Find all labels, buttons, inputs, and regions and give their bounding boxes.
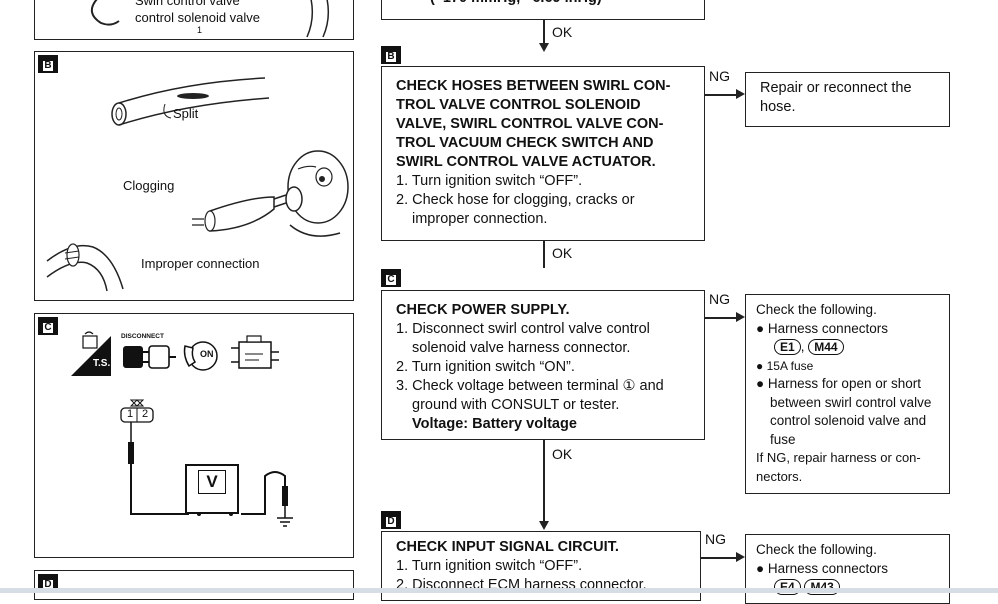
step-tag-c: C <box>381 269 401 287</box>
previous-step-box: (–170 mmHg, –6.69 inHg) <box>381 0 705 20</box>
connector-line <box>705 317 737 319</box>
step-b-box: CHECK HOSES BETWEEN SWIRL CON-TROL VALVE… <box>381 66 705 241</box>
voltmeter-wiring-diagram <box>128 422 293 527</box>
solenoid-label-index: 1 <box>197 25 203 35</box>
solenoid-label-line2: control solenoid valve <box>135 10 261 25</box>
step-c-heading: CHECK POWER SUPPLY. <box>396 302 570 318</box>
step-b-step-2: 2. Check hose for clogging, cracks or im… <box>396 192 635 227</box>
connector-line <box>705 94 737 96</box>
ts-label: T.S. <box>93 358 111 369</box>
step-c-step-1: 1. Disconnect swirl control valve contro… <box>396 321 650 356</box>
improper-connection-label: Improper connection <box>141 256 260 271</box>
top-illustration-panel: Swirl control valve control solenoid val… <box>34 0 354 40</box>
ignition-key-on-icon <box>183 341 218 371</box>
connector-e1-badge: E1 <box>774 339 801 355</box>
step-b-ng-text: Repair or reconnect the hose. <box>760 80 912 115</box>
split-label: Split <box>173 106 199 121</box>
hose-inspection-panel: B Split Clogging Improper connection <box>34 51 354 301</box>
solenoid-valve-outline-icon <box>90 0 120 26</box>
step-c-step-2: 2. Turn ignition switch “ON”. <box>396 359 575 375</box>
panel-tag-b: B <box>38 55 58 73</box>
improper-connection-icon <box>46 243 124 292</box>
step-tag-b: B <box>381 46 401 64</box>
disconnect-label: DISCONNECT <box>121 333 164 340</box>
step-d-ng-title: Check the following. <box>756 542 877 557</box>
voltage-check-panel: C T.S. DISCONNECT ON 1 2 <box>34 313 354 558</box>
clogging-label: Clogging <box>123 178 175 193</box>
step-c-step-3: 3. Check voltage between terminal ① and … <box>396 378 664 413</box>
blowing-person-icon <box>192 150 349 237</box>
step-d-step-1: 1. Turn ignition switch “OFF”. <box>396 558 583 574</box>
arrow-down-icon <box>539 521 549 530</box>
step-c-ng-item-3: ● Harness for open or short between swir… <box>756 376 932 447</box>
step-c-ng-connectors: E1, M44 <box>756 338 939 357</box>
step-c-box: CHECK POWER SUPPLY. 1. Disconnect swirl … <box>381 290 705 440</box>
step-b-ng-box: Repair or reconnect the hose. <box>745 72 950 127</box>
ng-label: NG <box>709 291 730 307</box>
step-c-ng-title: Check the following. <box>756 302 877 317</box>
step-b-heading: CHECK HOSES BETWEEN SWIRL CON-TROL VALVE… <box>396 78 671 170</box>
arrow-right-icon <box>736 312 745 322</box>
arrow-right-icon <box>736 552 745 562</box>
connector-m44-badge: M44 <box>808 339 844 355</box>
step-c-voltage-spec: Voltage: Battery voltage <box>412 416 577 432</box>
step-b-steps: 1. Turn ignition switch “OFF”. 2. Check … <box>396 172 694 229</box>
step-d-ng-item-1: ● Harness connectors <box>756 560 888 576</box>
step-d-ng-box: Check the following. ● Harness connector… <box>745 534 950 604</box>
arrow-right-icon <box>736 89 745 99</box>
ng-label: NG <box>709 68 730 84</box>
pin-1-label: 1 <box>127 408 134 420</box>
connector-line <box>701 557 737 559</box>
tester-switch-icon <box>71 331 111 376</box>
connector-line <box>543 20 545 45</box>
panel-d: D <box>34 570 354 600</box>
pipe-outline-icon <box>306 0 330 38</box>
arrow-down-icon <box>539 43 549 52</box>
split-hose-icon <box>111 77 270 126</box>
panel-tag-d: D <box>38 574 58 592</box>
ok-label: OK <box>552 24 573 40</box>
pin-2-label: 2 <box>142 408 149 420</box>
connector-line <box>543 241 545 268</box>
ignition-on-label: ON <box>200 349 214 359</box>
panel-tag-c: C <box>38 317 58 335</box>
engine-icon <box>231 335 279 369</box>
step-b-step-1: 1. Turn ignition switch “OFF”. <box>396 173 583 189</box>
ok-label: OK <box>552 245 573 261</box>
solenoid-label-line1: Swirl control valve <box>135 0 240 8</box>
step-d-heading: CHECK INPUT SIGNAL CIRCUIT. <box>396 539 619 555</box>
step-c-ng-footer: If NG, repair harness or con-nectors. <box>756 450 921 484</box>
ok-label: OK <box>552 446 573 462</box>
voltmeter-body: V <box>185 464 239 514</box>
disconnect-connector-icon <box>123 345 176 369</box>
step-c-ng-item-2: ● 15A fuse <box>756 358 814 373</box>
viewer-bottom-bar <box>0 588 998 593</box>
connector-line <box>543 440 545 523</box>
ng-label: NG <box>705 531 726 547</box>
voltmeter-display: V <box>198 470 226 494</box>
step-c-steps: 1. Disconnect swirl control valve contro… <box>396 320 694 415</box>
step-c-ng-item-1: ● Harness connectors <box>756 320 888 336</box>
step-tag-d: D <box>381 511 401 529</box>
step-c-ng-list: ● Harness connectors E1, M44 ● 15A fuse … <box>756 320 939 450</box>
step-c-ng-box: Check the following. ● Harness connector… <box>745 294 950 494</box>
harness-connector-icon <box>120 399 154 423</box>
previous-step-spec: (–170 mmHg, –6.69 inHg) <box>430 0 704 8</box>
